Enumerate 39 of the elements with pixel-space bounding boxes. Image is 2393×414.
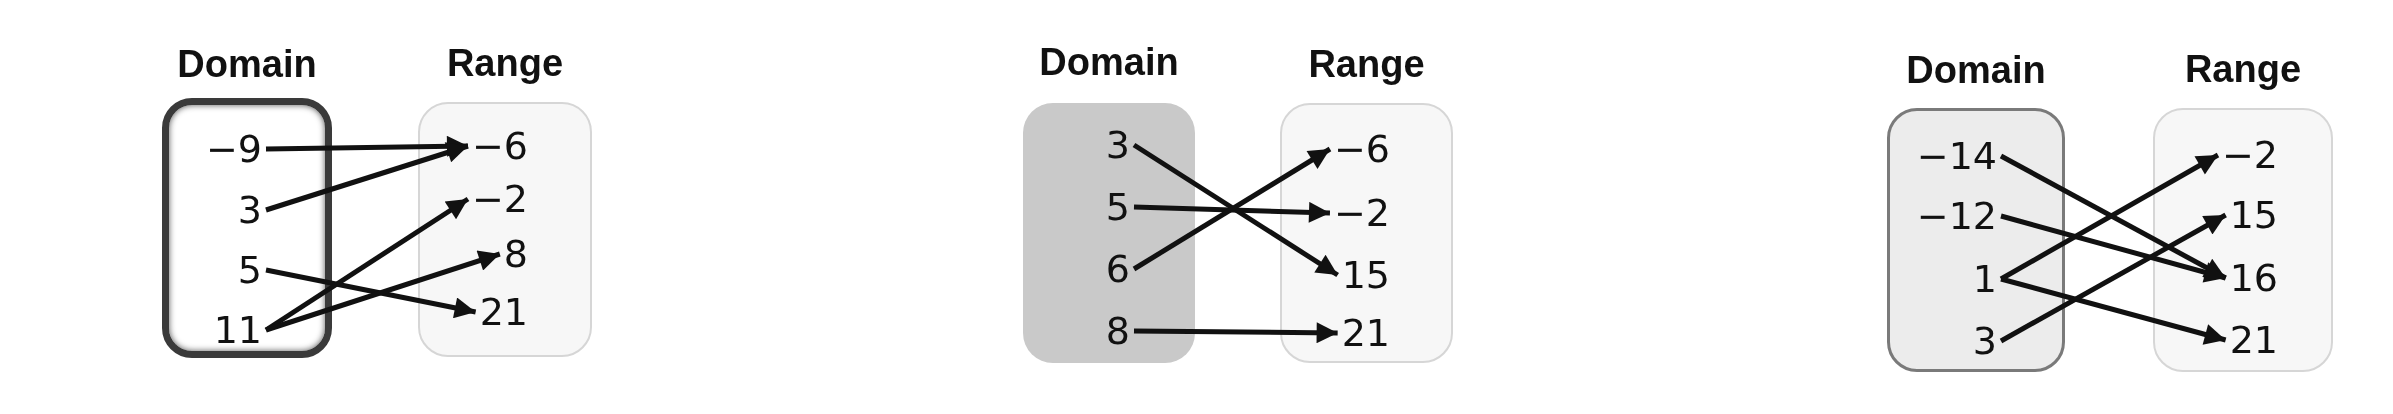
number-label: −2 bbox=[467, 177, 532, 221]
number-label: −2 bbox=[1329, 191, 1394, 235]
number-label: −6 bbox=[467, 124, 532, 168]
arrow bbox=[1999, 212, 2227, 344]
number-label: 1 bbox=[1968, 257, 2001, 301]
number-label: 3 bbox=[233, 188, 266, 232]
number-label: −6 bbox=[1329, 127, 1394, 171]
set-heading: Range bbox=[2183, 48, 2303, 91]
arrow bbox=[1133, 322, 1338, 344]
arrow bbox=[265, 267, 477, 319]
set-heading: Domain bbox=[176, 43, 318, 86]
number-label: −14 bbox=[1912, 134, 2001, 178]
number-label: 8 bbox=[1101, 309, 1134, 353]
number-label: 5 bbox=[1101, 185, 1134, 229]
set-heading: Domain bbox=[1038, 41, 1180, 84]
number-label: −9 bbox=[201, 127, 266, 171]
set-heading: Range bbox=[1307, 43, 1426, 86]
number-label: 5 bbox=[233, 248, 266, 292]
number-label: 8 bbox=[499, 232, 532, 276]
number-label: 21 bbox=[2225, 318, 2282, 362]
number-label: 21 bbox=[1337, 311, 1394, 355]
number-label: 15 bbox=[1337, 253, 1394, 297]
number-label: 15 bbox=[2225, 193, 2282, 237]
number-label: −12 bbox=[1912, 194, 2001, 238]
number-label: 3 bbox=[1968, 319, 2001, 363]
arrow bbox=[2000, 276, 2227, 345]
set-heading: Domain bbox=[1905, 49, 2047, 92]
arrow bbox=[265, 142, 469, 213]
number-label: 11 bbox=[209, 308, 266, 352]
number-label: 16 bbox=[2225, 256, 2282, 300]
arrow bbox=[265, 135, 468, 157]
arrow bbox=[265, 250, 501, 333]
number-label: 6 bbox=[1101, 247, 1134, 291]
set-heading: Range bbox=[445, 42, 565, 85]
arrow bbox=[1133, 201, 1331, 223]
arrow bbox=[2000, 213, 2227, 283]
number-label: 21 bbox=[475, 290, 532, 334]
number-label: 3 bbox=[1101, 123, 1134, 167]
number-label: −2 bbox=[2217, 133, 2282, 177]
